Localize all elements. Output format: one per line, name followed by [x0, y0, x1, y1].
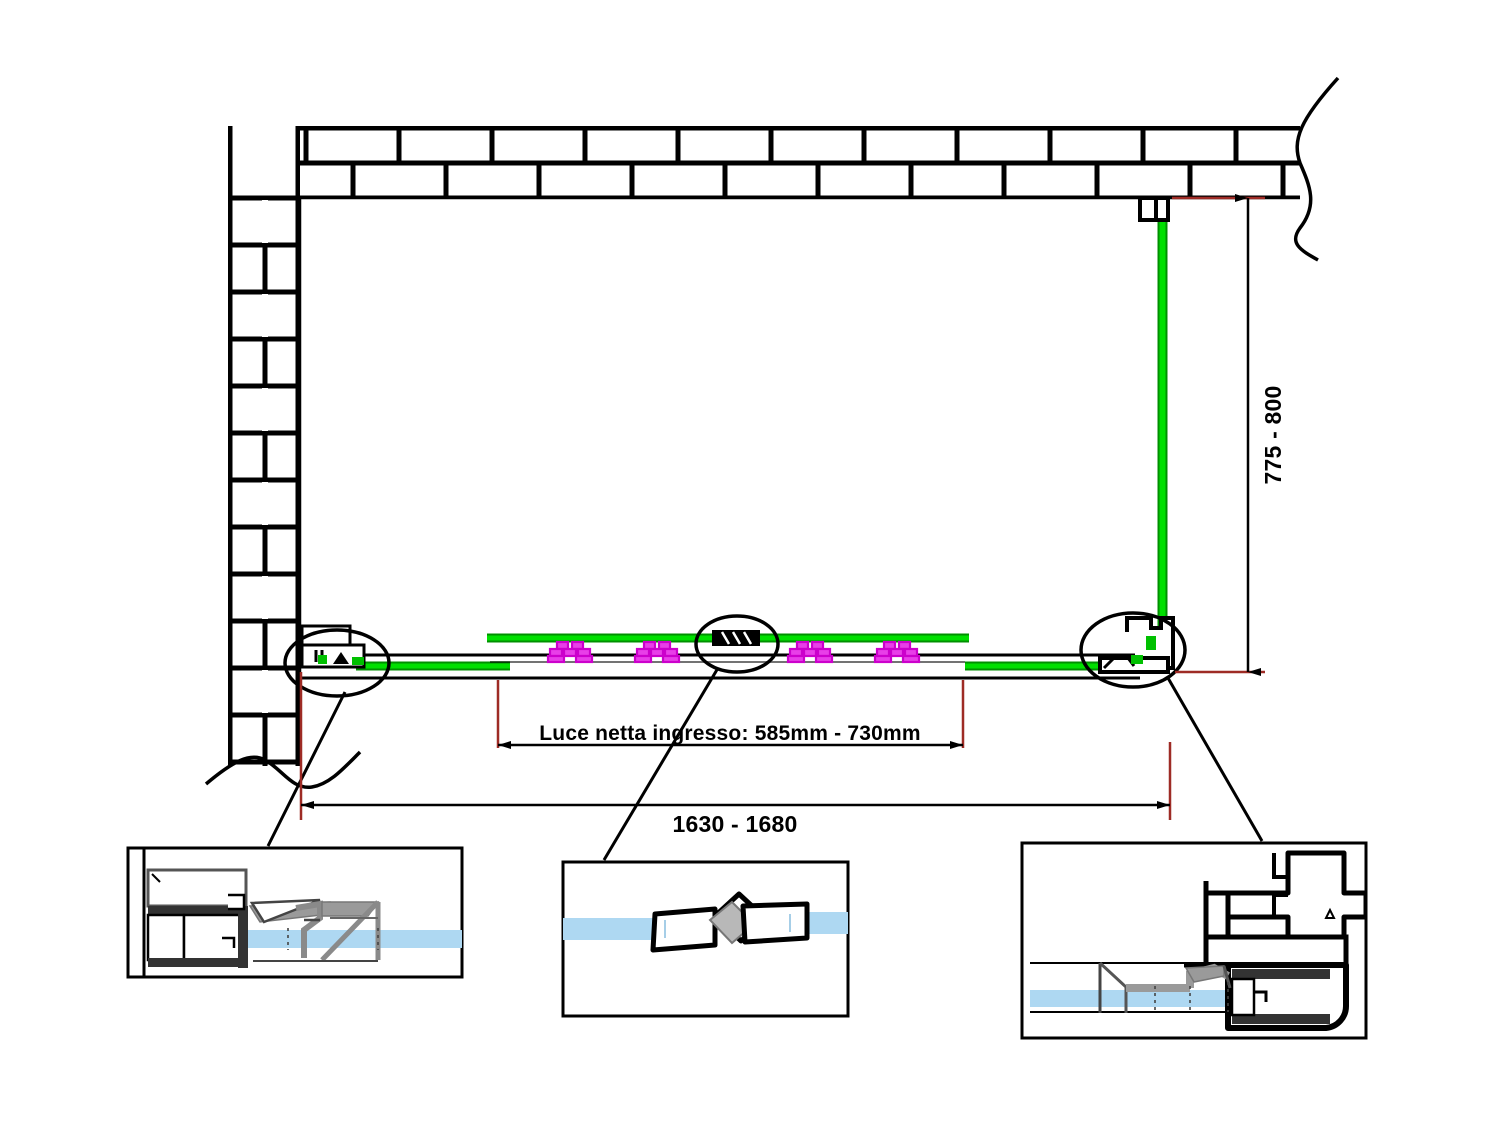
detail-inset-left: [126, 846, 464, 979]
fixed-glass-panel-left: [356, 661, 510, 671]
detail-circle-center: [694, 614, 780, 674]
glass-clamp-1: [546, 640, 594, 664]
side-panel-wall-bracket: [1138, 196, 1170, 222]
wall-inner-face: [298, 196, 1300, 766]
dimension-clear-entrance: Luce netta ingresso: 585mm - 730mm: [496, 680, 965, 749]
left-wall-profile-plan: [300, 624, 366, 669]
masonry-wall-left: [228, 126, 300, 766]
dimension-side-depth: 775 - 800: [1172, 194, 1286, 676]
break-line-bottom-left: [204, 750, 362, 789]
right-jamb-profile-plan: [1098, 616, 1175, 674]
glass-clamp-4: [873, 640, 921, 664]
side-depth-label: 775 - 800: [1260, 386, 1286, 485]
detail-inset-right: [1020, 841, 1368, 1040]
glass-clamp-2: [633, 640, 681, 664]
detail-circle-left: [283, 628, 391, 698]
glass-clamp-group: [546, 640, 921, 664]
callout-leader-lines: [266, 667, 1264, 861]
side-return-glass-panel: [1157, 205, 1168, 653]
masonry-wall-top: [228, 126, 1300, 198]
clear-entrance-label: Luce netta ingresso: 585mm - 730mm: [539, 722, 920, 745]
dimension-overall-width: 1630 - 1680: [299, 672, 1172, 837]
overall-width-label: 1630 - 1680: [673, 811, 798, 837]
detail-circle-right: [1079, 611, 1187, 689]
break-line-top-right: [1293, 76, 1340, 262]
glass-clamp-3: [786, 640, 834, 664]
detail-inset-center: [561, 860, 850, 1018]
center-magnet-joint-plan: [712, 630, 760, 646]
